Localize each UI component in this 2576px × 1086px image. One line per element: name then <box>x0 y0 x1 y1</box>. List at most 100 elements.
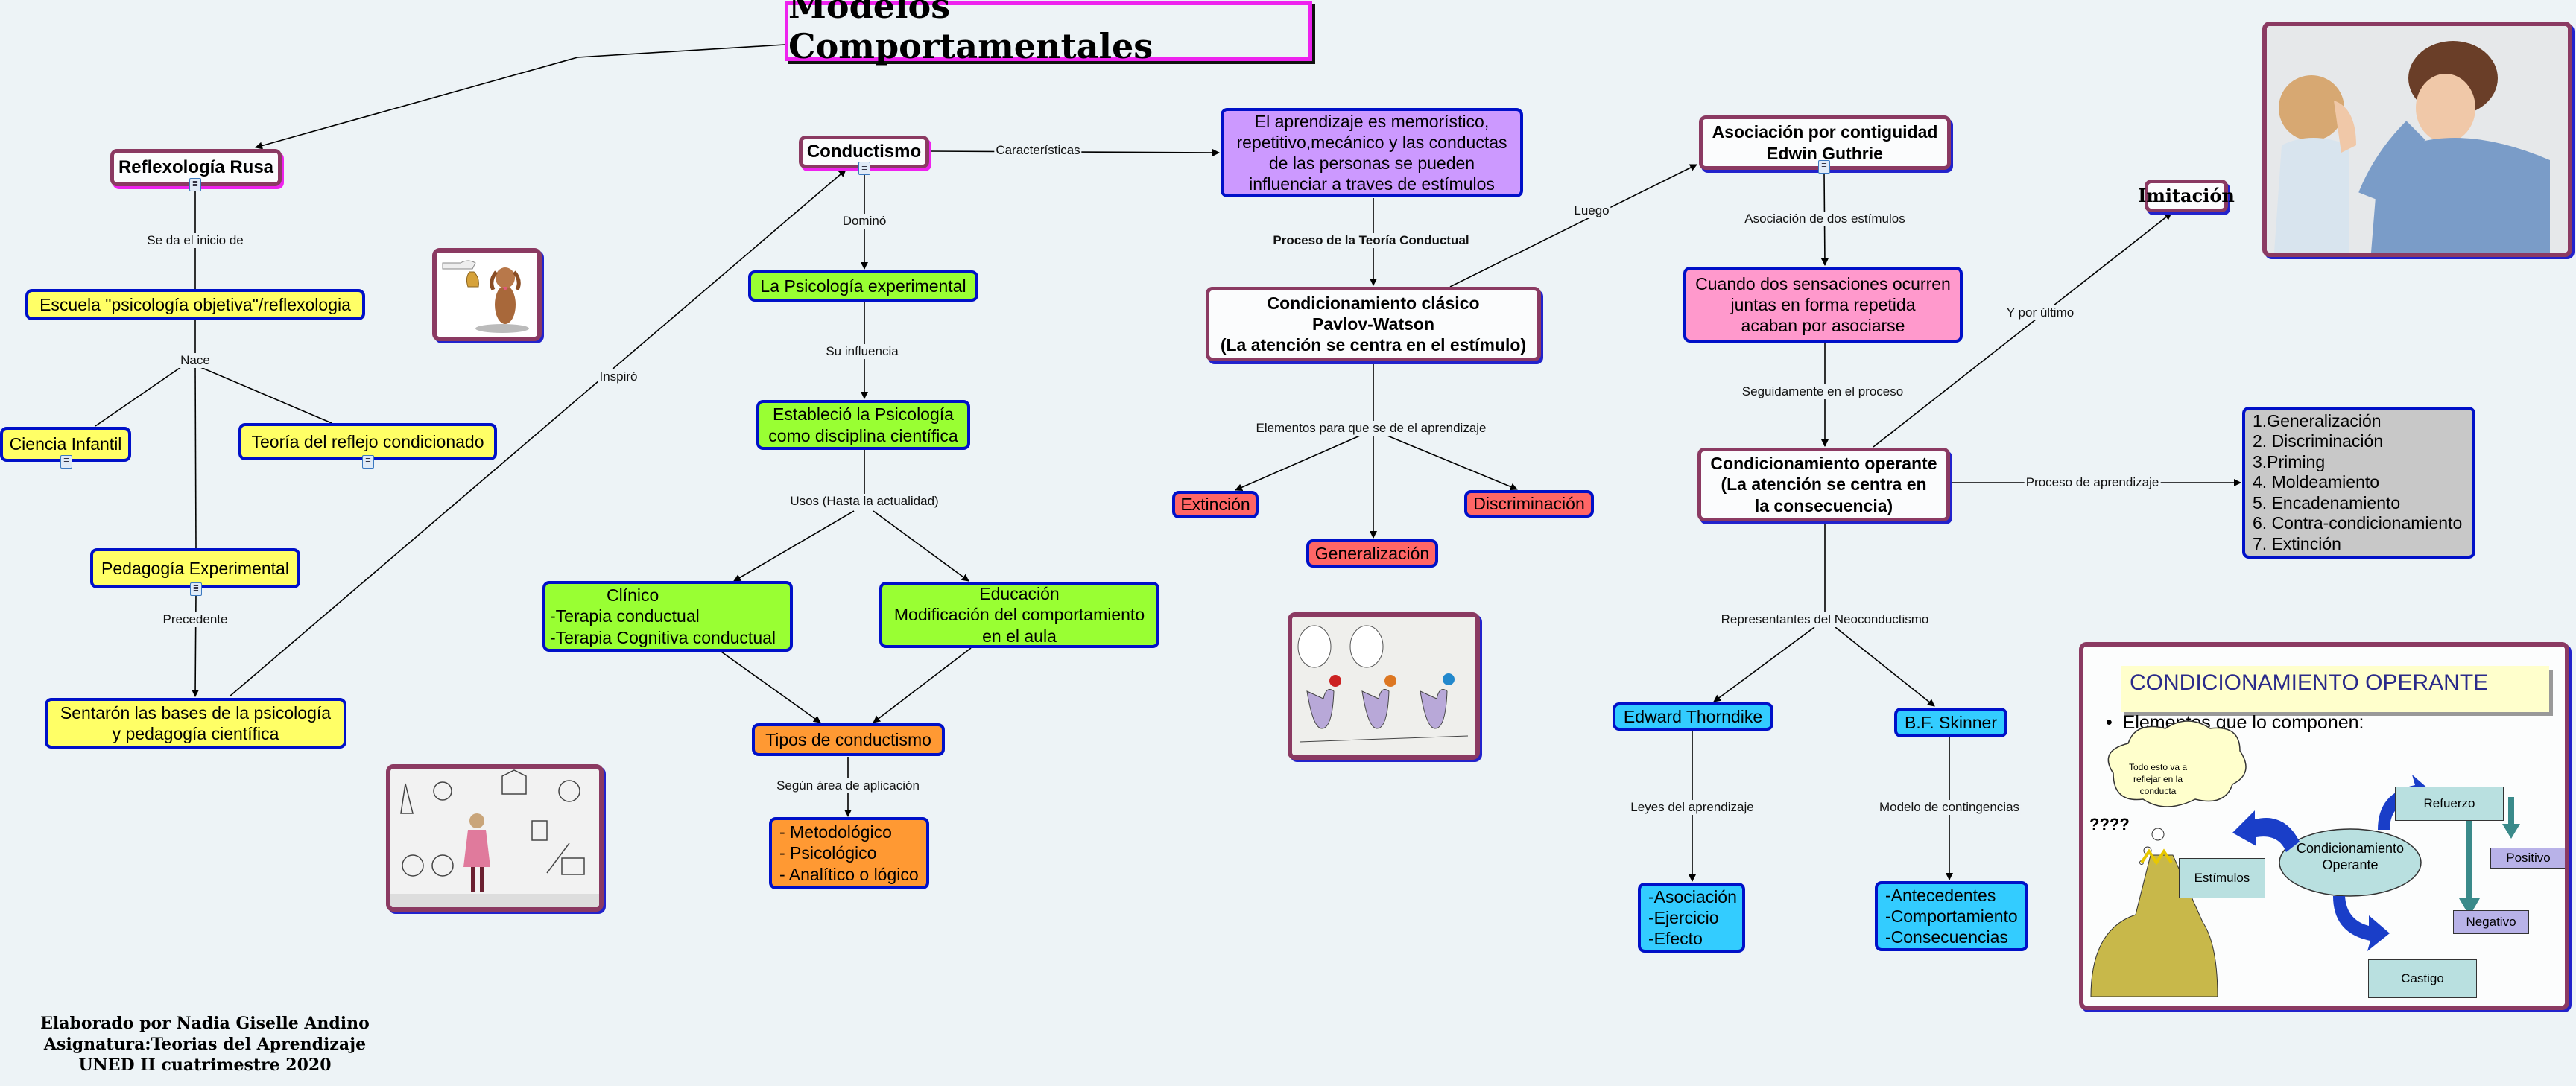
node-text: Teoría del reflejo condicionado <box>251 431 484 451</box>
document-icon[interactable]: ≣ <box>60 455 72 469</box>
node-text-line: Clínico <box>607 585 659 606</box>
node-text-line: como disciplina científica <box>768 425 958 445</box>
link-label-caracteristicas: Características <box>994 143 1082 158</box>
node-text-line: -Terapia conductual <box>550 606 700 626</box>
image-pigeons <box>1288 612 1480 760</box>
pigeons-icon <box>1292 617 1475 755</box>
link-label-domino: Dominó <box>841 214 888 229</box>
list-item: 7. Extinción <box>2253 533 2341 553</box>
node-tipos-conductismo[interactable]: Tipos de conductismo <box>752 723 945 756</box>
node-generalizacion[interactable]: Generalización <box>1306 539 1438 568</box>
node-text: Ciencia Infantil <box>9 434 122 454</box>
node-psicologia-experimental[interactable]: La Psicología experimental <box>748 270 978 302</box>
list-item: -Ejercicio <box>1648 907 1719 927</box>
dog-bell-icon <box>437 253 537 337</box>
document-icon[interactable]: ≣ <box>858 162 870 175</box>
box-negativo: Negativo <box>2453 910 2529 934</box>
node-text: Discriminación <box>1473 494 1585 514</box>
document-icon[interactable]: ≣ <box>190 582 202 596</box>
node-condicionamiento-clasico[interactable]: Condicionamiento clásico Pavlov-Watson (… <box>1206 287 1541 361</box>
node-text-line: de las personas se pueden <box>1268 153 1475 173</box>
node-text-line: Educación <box>979 584 1060 604</box>
node-text-line: El aprendizaje es memorístico, <box>1254 111 1490 131</box>
node-discriminacion[interactable]: Discriminación <box>1464 490 1594 518</box>
node-text-line: Asociación por contiguidad <box>1712 122 1938 142</box>
node-educacion[interactable]: Educación Modificación del comportamient… <box>879 582 1159 648</box>
node-text-line: -Terapia Cognitiva conductual <box>550 627 776 647</box>
node-bf-skinner[interactable]: B.F. Skinner <box>1894 708 2007 737</box>
node-text: Edward Thorndike <box>1623 706 1763 726</box>
node-text-line: (La atención se centra en el estímulo) <box>1220 335 1527 355</box>
node-text-line: influenciar a traves de estímulos <box>1249 174 1495 194</box>
list-item: 6. Contra-condicionamiento <box>2253 513 2463 533</box>
node-condicionamiento-operante[interactable]: Condicionamiento operante (La atención s… <box>1697 448 1950 521</box>
node-extincion[interactable]: Extinción <box>1172 491 1259 518</box>
image-condicionamiento-operante: CONDICIONAMIENTO OPERANTE • Elementos qu… <box>2079 642 2569 1010</box>
link-repr-thorndike <box>1713 626 1815 702</box>
node-text-line: Cuando dos sensaciones ocurren <box>1695 273 1951 293</box>
list-item: 3.Priming <box>2253 451 2326 471</box>
node-text-line: repetitivo,mecánico y las conductas <box>1236 132 1507 152</box>
node-leyes-lista[interactable]: -Asociación -Ejercicio -Efecto <box>1638 883 1745 953</box>
link-label-su-influencia: Su influencia <box>824 344 900 359</box>
node-text: Pedagogía Experimental <box>101 558 289 578</box>
center-line: Condicionamiento <box>2296 841 2405 856</box>
thought-line: Todo esto va a <box>2128 762 2188 772</box>
thought-line: conducta <box>2139 786 2177 796</box>
node-cuando-sensaciones[interactable]: Cuando dos sensaciones ocurren juntas en… <box>1683 267 1963 343</box>
node-conductismo[interactable]: Conductismo <box>799 136 929 168</box>
arrow-negativo-icon <box>2459 797 2480 916</box>
node-text-line: Modificación del comportamiento <box>893 605 1145 625</box>
box-estimulos: Estímulos <box>2179 858 2265 898</box>
node-edward-thorndike[interactable]: Edward Thorndike <box>1613 702 1773 731</box>
image-girl-drawing <box>386 764 604 912</box>
list-item: 5. Encadenamiento <box>2253 492 2401 512</box>
image-mother-child <box>2262 22 2572 257</box>
node-tipos-lista[interactable]: - Metodológico - Psicológico - Analítico… <box>769 817 929 889</box>
link-label-inspiro: Inspiró <box>598 369 639 384</box>
node-text: Imitación <box>2138 185 2235 207</box>
node-text-line: acaban por asociarse <box>1741 316 1905 336</box>
footer-line: Elaborado por Nadia Giselle Andino <box>40 1014 370 1033</box>
mother-child-icon <box>2267 26 2568 253</box>
box-refuerzo: Refuerzo <box>2395 787 2504 821</box>
node-text: Tipos de conductismo <box>765 729 931 749</box>
node-clinico[interactable]: Clínico -Terapia conductual -Terapia Cog… <box>542 581 793 652</box>
document-icon[interactable]: ≣ <box>362 455 374 469</box>
node-text-line: Condicionamiento operante <box>1710 454 1937 474</box>
node-text-line: Estableció la Psicología <box>773 404 954 425</box>
node-imitacion[interactable]: Imitación <box>2138 180 2235 212</box>
link-usos-clinico <box>733 510 855 582</box>
center-ellipse <box>2279 828 2422 897</box>
node-aprendizaje-caracteristicas[interactable]: El aprendizaje es memorístico, repetitiv… <box>1221 108 1523 197</box>
node-establecio[interactable]: Estableció la Psicología como disciplina… <box>756 400 970 450</box>
page-title: Modelos Comportamentales <box>785 0 1312 66</box>
link-operante-imitacion <box>1873 212 2172 448</box>
node-text: B.F. Skinner <box>1905 712 1997 732</box>
node-reflexologia-rusa[interactable]: Reflexología Rusa <box>110 149 282 186</box>
document-icon[interactable]: ≣ <box>189 178 201 191</box>
node-asociacion-contiguidad[interactable]: Asociación por contiguidad Edwin Guthrie <box>1699 115 1951 170</box>
node-text-line: - Psicológico <box>779 843 877 863</box>
node-pedagogia-experimental[interactable]: Pedagogía Experimental <box>90 548 300 588</box>
document-icon[interactable]: ≣ <box>1818 160 1830 174</box>
link-label-usos: Usos (Hasta la actualidad) <box>788 494 940 509</box>
list-item: -Antecedentes <box>1885 885 1996 905</box>
node-escuela[interactable]: Escuela "psicología objetiva"/reflexolog… <box>25 289 365 320</box>
arrow-positivo-icon <box>2502 797 2520 839</box>
link-nace-pedagogia <box>194 364 197 549</box>
node-text-line: juntas en forma repetida <box>1730 294 1916 314</box>
link-sentaron-conductismo <box>229 169 846 697</box>
box-castigo: Castigo <box>2368 959 2477 998</box>
node-proceso-lista[interactable]: 1.Generalización 2. Discriminación 3.Pri… <box>2242 407 2475 559</box>
node-contingencias-lista[interactable]: -Antecedentes -Comportamiento -Consecuen… <box>1875 881 2028 951</box>
node-text-line: (La atención se centra en <box>1721 474 1927 495</box>
arrow-estimulos-icon <box>2232 810 2300 852</box>
node-text: Reflexología Rusa <box>118 157 274 178</box>
node-sentaron[interactable]: Sentarón las bases de la psicología y pe… <box>45 698 346 749</box>
thought-line: reflejar en la <box>2133 774 2183 784</box>
link-label-precedente: Precedente <box>161 612 230 627</box>
list-item: 4. Moldeamiento <box>2253 472 2380 492</box>
list-item: -Asociación <box>1648 886 1737 906</box>
link-title-reflexologia <box>255 44 785 150</box>
